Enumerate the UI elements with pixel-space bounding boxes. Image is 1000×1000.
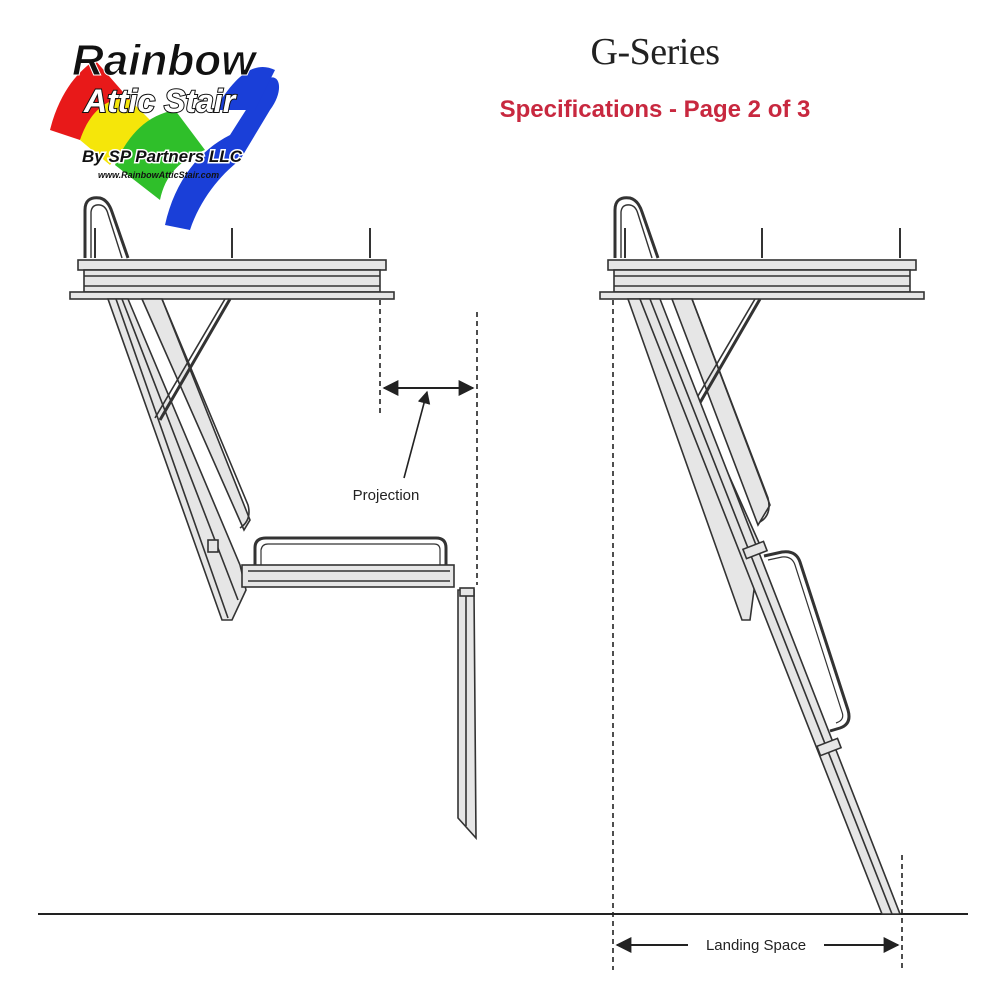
projection-dimension: Projection xyxy=(353,300,478,585)
rainbow-stripes xyxy=(50,60,280,230)
landing-space-label: Landing Space xyxy=(706,937,806,954)
left-stair-folded xyxy=(69,196,477,841)
page-subtitle: Specifications - Page 2 of 3 xyxy=(499,96,811,123)
left-frame-bottom xyxy=(69,291,395,300)
logo-line1: Rainbow xyxy=(72,36,258,85)
rainbow-logo: Rainbow Attic Stair By SP Partners LLC w… xyxy=(50,36,280,230)
logo-line4: www.RainbowAtticStair.com xyxy=(98,170,219,180)
left-folded-section xyxy=(241,564,455,588)
logo-line3: By SP Partners LLC xyxy=(82,147,243,166)
page-title: G-Series xyxy=(590,31,720,73)
left-frame-box xyxy=(83,269,381,293)
projection-label: Projection xyxy=(353,487,420,504)
right-stair-extended xyxy=(599,196,925,915)
left-frame-top xyxy=(77,259,387,271)
landing-space-dimension: Landing Space xyxy=(612,300,903,970)
logo-line2: Attic Stair xyxy=(83,83,237,119)
left-hanging-section xyxy=(457,589,477,841)
